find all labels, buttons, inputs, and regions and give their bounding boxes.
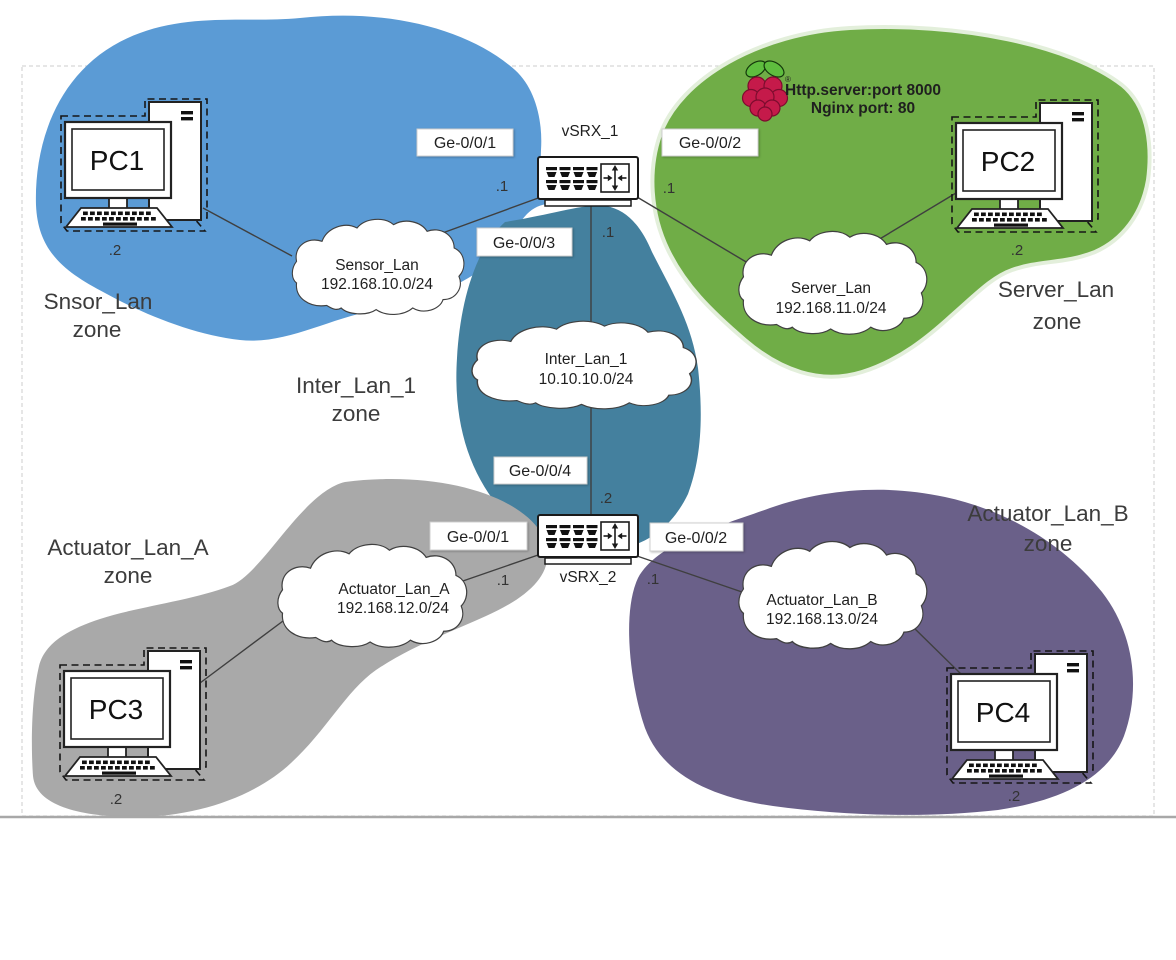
raspberry-pi-icon: ®	[741, 60, 791, 122]
vsrx1-ge001-label: Ge-0/0/1	[434, 135, 496, 152]
interface-ip-labels: .1 .1 .1 .2 .1 .1	[496, 178, 676, 589]
zone-label-server: Server_Lan	[998, 277, 1114, 302]
zone-label-inter: Inter_Lan_1	[296, 373, 416, 398]
router-vsrx2-label: vSRX_2	[560, 569, 617, 586]
registered-trademark: ®	[785, 75, 791, 84]
links	[195, 189, 964, 687]
vsrx1-ge001-box	[416, 128, 514, 157]
cloud-inter-lan-1-subnet: 10.10.10.0/24	[539, 371, 634, 388]
link-actuator-lan-b-pc4	[909, 623, 964, 677]
link-pc1-sensor-lan	[202, 207, 293, 257]
zone-label-actuator-a: Actuator_Lan_A	[47, 535, 208, 560]
cloud-actuator-lan-b-name: Actuator_Lan_B	[766, 592, 877, 609]
raspberry-leaves	[745, 60, 785, 78]
raspberry-berry	[741, 76, 789, 122]
zone-word-sensor: zone	[73, 317, 122, 342]
raspberry-caption-line2: Nginx port: 80	[811, 100, 915, 117]
pc4-ip-suffix: .2	[1008, 788, 1021, 805]
link-actuator-lan-a-pc3	[195, 620, 284, 687]
vsrx1-ge002-label: Ge-0/0/2	[679, 135, 741, 152]
pc3-ip-suffix: .2	[110, 791, 123, 808]
vsrx2-ge004-label: Ge-0/0/4	[509, 463, 571, 480]
zone-label-sensor: Snsor_Lan	[44, 289, 153, 314]
vsrx1-ip-down: .1	[602, 224, 615, 241]
pc2: PC2	[950, 98, 1100, 234]
cloud-server-lan: Server_Lan 192.168.11.0/24	[738, 230, 928, 335]
cloud-server-lan-name: Server_Lan	[791, 280, 871, 297]
cloud-inter-lan-1-name: Inter_Lan_1	[545, 351, 628, 368]
link-sensor-lan-vsrx1	[436, 196, 542, 236]
pc3-label: PC3	[89, 694, 143, 725]
zone-word-inter: zone	[332, 401, 381, 426]
router-vsrx1-label: vSRX_1	[562, 123, 619, 140]
vsrx2-ip-up: .2	[600, 490, 613, 507]
zone-word-server: zone	[1033, 309, 1082, 334]
link-vsrx1-server-lan	[636, 196, 764, 273]
pc2-label: PC2	[981, 146, 1035, 177]
zone-labels: Snsor_Lan zone Server_Lan zone Inter_Lan…	[44, 277, 1129, 588]
vsrx2-ip-left: .1	[497, 572, 510, 589]
pc4-label: PC4	[976, 697, 1030, 728]
vsrx1-ip-right: .1	[663, 180, 676, 197]
cloud-sensor-lan-subnet: 192.168.10.0/24	[321, 276, 433, 293]
vsrx1-ip-left: .1	[496, 178, 509, 195]
pc1: PC1	[59, 97, 209, 233]
link-server-lan-pc2	[872, 189, 962, 244]
vsrx2-ge001-label: Ge-0/0/1	[447, 529, 509, 546]
pc4: PC4	[945, 649, 1095, 785]
cloud-actuator-lan-b-subnet: 192.168.13.0/24	[766, 611, 878, 628]
link-vsrx2-actuator-lan-b	[636, 555, 743, 593]
vsrx1-ge003-box	[476, 227, 573, 257]
cloud-actuator-lan-b: Actuator_Lan_B 192.168.13.0/24	[738, 540, 928, 650]
vsrx2-ip-right: .1	[647, 571, 660, 588]
pc2-ip-suffix: .2	[1011, 242, 1024, 259]
cloud-sensor-lan-name: Sensor_Lan	[335, 257, 419, 274]
cloud-actuator-lan-a-subnet: 192.168.12.0/24	[337, 600, 449, 617]
cloud-actuator-lan-a: Actuator_Lan_A 192.168.12.0/24	[277, 543, 468, 648]
vsrx2-ge002-label: Ge-0/0/2	[665, 530, 727, 547]
zone-word-actuator-a: zone	[104, 563, 153, 588]
vsrx2-ge004-box	[493, 456, 588, 485]
slide-frame	[21, 65, 1155, 817]
vsrx1-ge003-label: Ge-0/0/3	[493, 235, 555, 252]
router-vsrx1: vSRX_1	[537, 123, 639, 207]
zone-word-actuator-b: zone	[1024, 531, 1073, 556]
cloud-sensor-lan: Sensor_Lan 192.168.10.0/24	[291, 218, 465, 316]
vsrx2-ge002-box	[649, 522, 744, 552]
vsrx1-ge002-box	[661, 128, 759, 157]
raspberry-caption-line1: Http.server:port 8000	[785, 82, 941, 99]
pc1-label: PC1	[90, 145, 144, 176]
vsrx2-ge001-box	[429, 521, 528, 551]
router-vsrx2: vSRX_2	[537, 514, 639, 586]
cloud-inter-lan-1: Inter_Lan_1 10.10.10.0/24	[471, 320, 697, 410]
pc3: PC3	[58, 646, 208, 782]
zone-label-actuator-b: Actuator_Lan_B	[967, 501, 1128, 526]
cloud-server-lan-subnet: 192.168.11.0/24	[776, 300, 887, 317]
pc1-ip-suffix: .2	[109, 242, 122, 259]
cloud-actuator-lan-a-name: Actuator_Lan_A	[338, 581, 450, 598]
link-vsrx2-actuator-lan-a	[459, 553, 542, 583]
interface-labels: Ge-0/0/1 Ge-0/0/2 Ge-0/0/3 Ge-0/0/4 Ge-0…	[416, 128, 759, 552]
